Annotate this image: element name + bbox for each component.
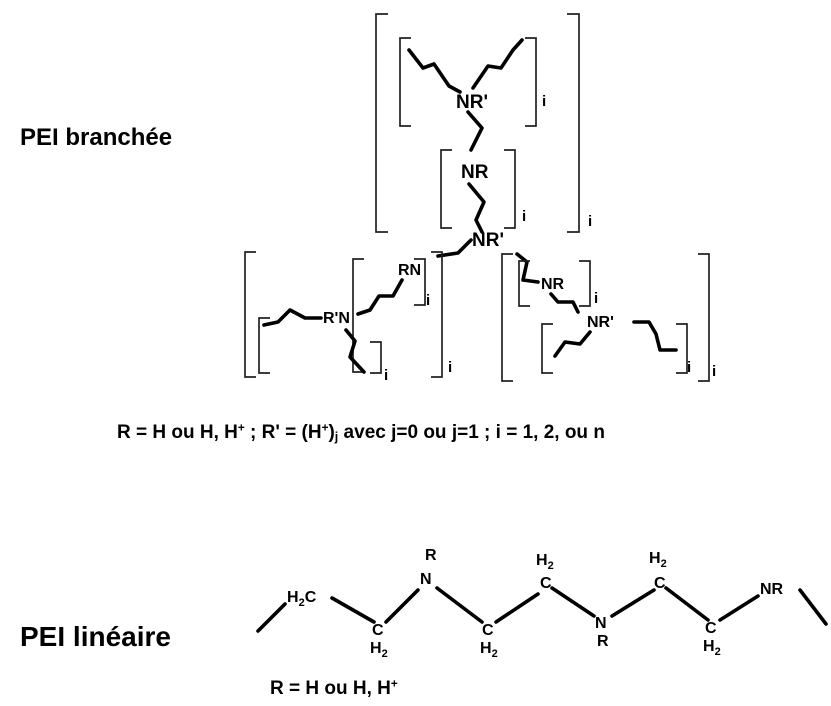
bracket-top-outer-left: [375, 13, 388, 233]
bond-c2-c3: [494, 592, 540, 624]
atom-c4-h: H2: [649, 550, 667, 570]
bond-mid-to-center: [467, 182, 486, 234]
atom-c5: C: [705, 620, 717, 637]
bond-right-down-arm: [553, 330, 592, 358]
bond-c3-n2: [550, 586, 596, 618]
bond-right-arm: [632, 320, 678, 352]
atom-nr-mid: NR: [461, 162, 489, 183]
bracket-top-inner-right: [525, 37, 537, 127]
atom-nr-right: NR: [541, 276, 565, 293]
bond-top-right-arm: [471, 38, 524, 90]
bracket-left-inner-right: [370, 341, 382, 374]
index-right-inner: i: [687, 359, 691, 376]
bracket-right-mid-left: [518, 260, 530, 307]
bracket-left-inner-left: [258, 317, 270, 374]
linear-legend: R = H ou H, H+: [270, 677, 398, 699]
atom-c2: C: [482, 622, 494, 639]
bracket-mid-left: [440, 149, 452, 229]
bracket-right-mid-right: [579, 260, 591, 307]
bracket-right-inner-left: [541, 323, 553, 374]
atom-n2-r: R: [597, 633, 609, 650]
bond-c1-n1: [384, 588, 420, 624]
branched-structure: i i NR' i NR NR' RN i i R'N: [244, 13, 716, 384]
bracket-mid-right: [504, 149, 516, 229]
bond-center-to-right: [515, 252, 540, 284]
bond-left-arm: [262, 308, 323, 327]
bond-linear-start: [256, 602, 287, 633]
bond-c5-nr: [718, 594, 760, 622]
linear-pei-title: PEI linéaire: [20, 621, 171, 652]
atom-nr-end: NR: [760, 581, 784, 598]
atom-nr-prime-right: NR': [587, 314, 614, 331]
bond-right-chain: [549, 292, 580, 314]
atom-nr-prime-top: NR': [456, 92, 488, 113]
atom-r-prime-n-left: R'N: [323, 310, 350, 327]
bracket-right-outer-right: [698, 253, 710, 382]
bond-left-down-arm: [344, 328, 366, 374]
index-top-outer: i: [588, 213, 592, 230]
bracket-left-mid-left: [352, 258, 364, 373]
bond-left-chain: [356, 278, 404, 316]
index-right-mid: i: [594, 290, 598, 307]
index-left-outer: i: [448, 359, 452, 376]
atom-c5-h: H2: [703, 638, 721, 658]
atom-c2-h: H2: [480, 640, 498, 660]
bracket-left-outer-right: [431, 251, 443, 378]
bracket-left-outer-left: [244, 251, 256, 378]
atom-n1-r: R: [425, 547, 437, 564]
atom-n1: N: [420, 571, 432, 588]
atom-c3-h: H2: [536, 552, 554, 572]
bond-top-left-arm: [407, 48, 462, 94]
bracket-left-mid-right: [414, 258, 426, 306]
bond-center-to-left: [436, 238, 473, 258]
bracket-top-outer-right: [567, 13, 580, 233]
atom-c3: C: [540, 575, 552, 592]
index-top-inner: i: [542, 93, 546, 110]
bond-n2-c4: [610, 588, 656, 618]
bracket-right-inner-right: [676, 323, 688, 374]
bond-h2c-c1: [330, 596, 376, 624]
bond-top-to-mid: [466, 110, 484, 152]
bracket-right-outer-left: [501, 253, 513, 382]
atom-c1: C: [372, 622, 384, 639]
index-left-mid: i: [426, 292, 430, 309]
linear-structure: H2C C H2 R N C H2 H2 C N R H2 C C H2 NR: [256, 547, 828, 660]
branched-legend: R = H ou H, H+ ; R' = (H+)j avec j=0 ou …: [117, 421, 605, 445]
bond-n1-c2: [435, 586, 484, 624]
atom-n2: N: [595, 615, 607, 632]
index-mid: i: [522, 208, 526, 225]
bond-c4-c5: [664, 586, 710, 622]
bond-linear-end: [798, 588, 828, 626]
atom-h2c: H2C: [287, 589, 317, 609]
index-left-inner: i: [384, 367, 388, 384]
atom-nr-prime-center: NR': [472, 230, 504, 251]
index-right-outer: i: [712, 363, 716, 380]
atom-rn-left: RN: [398, 262, 421, 279]
bracket-top-inner-left: [399, 37, 411, 127]
atom-c1-h: H2: [370, 640, 388, 660]
atom-c4: C: [654, 575, 666, 592]
branched-pei-title: PEI branchée: [20, 124, 173, 151]
